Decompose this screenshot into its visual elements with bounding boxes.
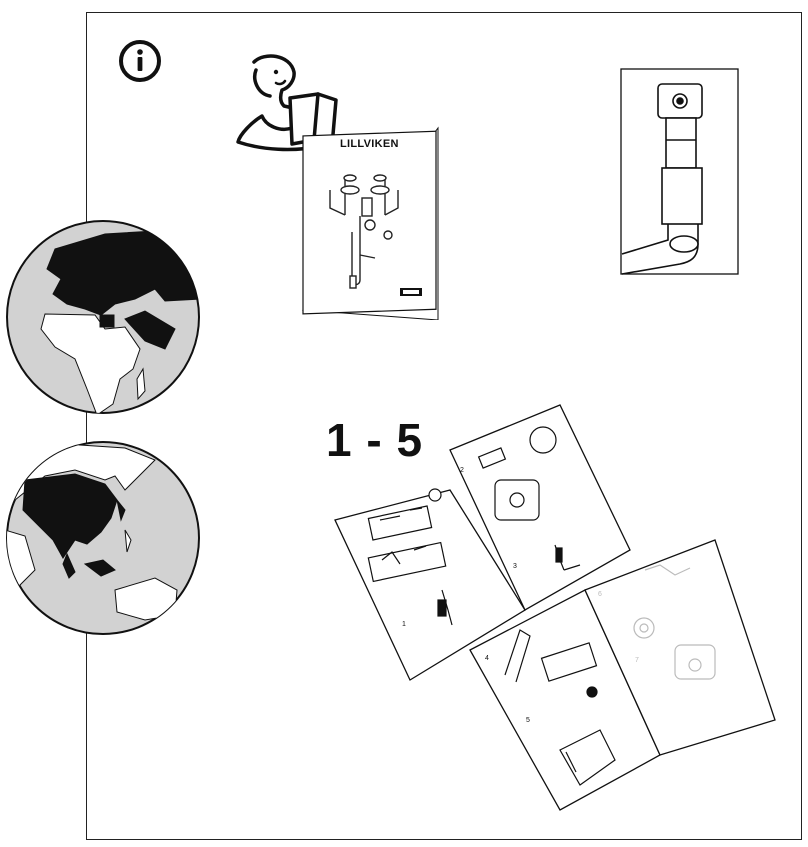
svg-text:6: 6: [598, 591, 602, 598]
svg-text:2: 2: [460, 467, 464, 474]
svg-text:1: 1: [402, 621, 406, 628]
instruction-booklet-illustration: [302, 126, 439, 320]
svg-text:3: 3: [513, 563, 517, 570]
globe-europe-africa-map: [6, 220, 200, 414]
page-frame: [86, 12, 802, 840]
person-reading-icon: [236, 54, 338, 152]
step-range-label: 1 - 5: [326, 414, 424, 466]
svg-text:7: 7: [635, 657, 639, 664]
info-circle-icon: [119, 40, 161, 82]
booklet-title: LILLVIKEN: [340, 138, 399, 150]
open-manual-illustration: 1 2 3 4 5 6 7: [334, 404, 776, 811]
globe-asia-pacific-map: [6, 441, 200, 635]
svg-text:5: 5: [526, 717, 530, 724]
svg-text:4: 4: [485, 655, 489, 662]
pipe-detail-illustration: [620, 68, 739, 275]
